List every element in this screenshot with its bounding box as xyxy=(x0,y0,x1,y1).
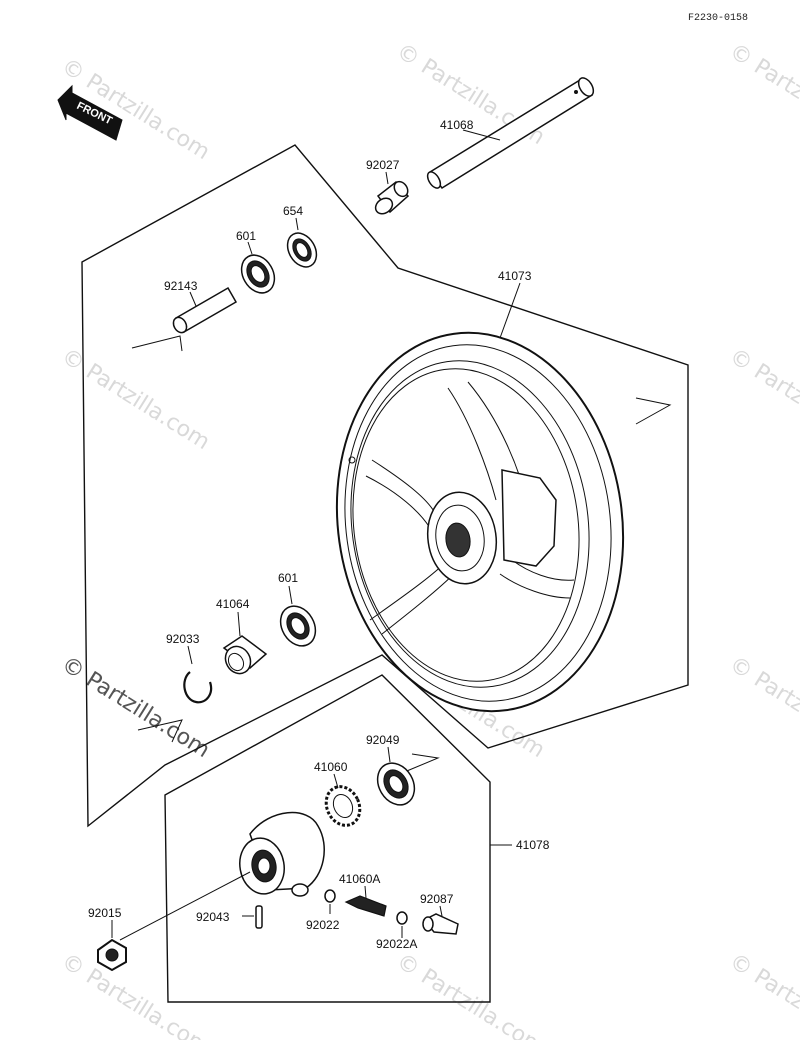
nut-part xyxy=(97,938,127,972)
label-pin: 92043 xyxy=(196,910,230,924)
watermark-prominent: © Partzilla.com xyxy=(57,652,214,763)
label-bearing-654: 654 xyxy=(283,204,303,218)
axle-part xyxy=(426,77,595,189)
seal-part xyxy=(376,762,416,806)
pin-part xyxy=(255,905,263,929)
label-circlip: 92033 xyxy=(166,632,200,646)
leader-line xyxy=(462,129,501,141)
washer-a-part xyxy=(396,911,408,925)
label-bearing-601-bottom: 601 xyxy=(278,571,298,585)
watermark: © Partzilla.com xyxy=(392,949,549,1040)
diagram-code: F2230-0158 xyxy=(688,13,748,24)
wheel-group-outline xyxy=(81,144,689,828)
label-axle: 41068 xyxy=(440,118,474,132)
leader-line xyxy=(385,171,389,185)
label-drive-piece: 41060A xyxy=(339,872,380,886)
leader-line xyxy=(364,885,367,899)
leader-line xyxy=(499,282,521,339)
gearbox-housing-part xyxy=(239,811,325,897)
leader-line xyxy=(333,773,339,789)
label-nut: 92015 xyxy=(88,906,122,920)
leader-line xyxy=(119,871,251,941)
gear-part xyxy=(324,785,362,827)
label-collar-top: 92027 xyxy=(366,158,400,172)
drive-piece-part xyxy=(344,895,387,917)
gearbox-group-outline xyxy=(164,674,491,1003)
collar-part xyxy=(374,180,410,215)
tick-mark xyxy=(131,335,183,352)
bearing-601-top-part xyxy=(240,254,276,294)
tick-mark xyxy=(137,719,183,743)
label-washer: 92022 xyxy=(306,918,340,932)
leader-line xyxy=(237,611,241,637)
label-bearing-601-top: 601 xyxy=(236,229,256,243)
watermark: © Partzilla.com xyxy=(57,344,214,455)
leader-line xyxy=(187,645,193,665)
label-gear: 41060 xyxy=(314,760,348,774)
leader-line xyxy=(387,746,391,763)
circlip-part xyxy=(183,671,213,704)
leader-line xyxy=(439,905,443,917)
leader-line xyxy=(189,291,197,307)
watermark: © Partzilla.com xyxy=(725,949,800,1040)
watermark: © Partzilla.com xyxy=(725,39,800,150)
label-wheel: 41073 xyxy=(498,269,532,283)
tick-mark xyxy=(401,753,440,774)
fitting-part xyxy=(422,913,459,935)
label-hub-plate: 41064 xyxy=(216,597,250,611)
leader-line xyxy=(247,241,253,255)
hub-plate-part xyxy=(222,635,268,675)
watermark: © Partzilla.com xyxy=(725,344,800,455)
wheel-part xyxy=(335,331,625,713)
spacer-part xyxy=(172,286,238,334)
label-spacer: 92143 xyxy=(164,279,198,293)
watermark: © Partzilla.com xyxy=(57,949,214,1040)
bearing-654-part xyxy=(286,232,318,268)
leader-line xyxy=(288,585,293,605)
washer-part xyxy=(324,889,336,903)
bearing-601-bottom-part xyxy=(279,605,317,647)
label-washer-a: 92022A xyxy=(376,937,417,951)
tick-mark xyxy=(635,397,672,425)
leader-line xyxy=(295,217,299,231)
label-gearbox: 41078 xyxy=(516,838,550,852)
label-fitting: 92087 xyxy=(420,892,454,906)
watermark: © Partzilla.com xyxy=(725,652,800,763)
label-seal: 92049 xyxy=(366,733,400,747)
